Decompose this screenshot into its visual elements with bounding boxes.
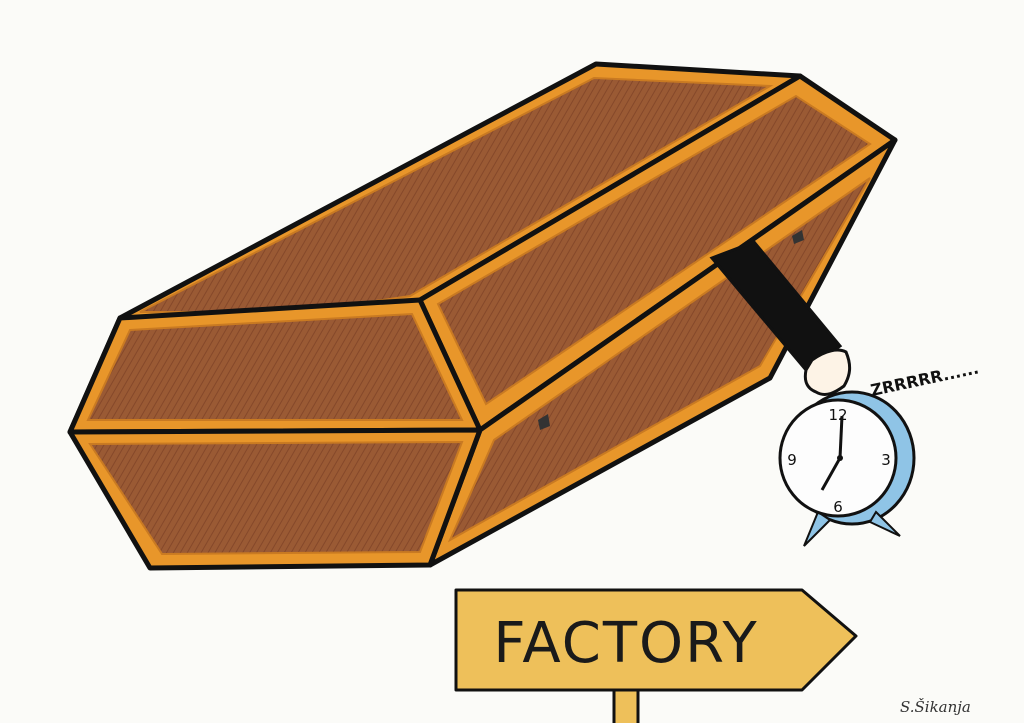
snore-text: ZRRRRR...... (869, 358, 981, 399)
coffin-hinge-left (538, 414, 550, 430)
alarm-clock-right-leg (868, 510, 901, 537)
alarm-clock-left-leg (803, 510, 832, 547)
clock-numeral-6: 6 (833, 498, 843, 516)
coffin-hinge-right (792, 230, 804, 244)
artist-signature: S.Šikanja (900, 698, 971, 716)
signpost-pole (612, 686, 640, 723)
sign-board (454, 588, 858, 692)
black-sleeve (709, 240, 843, 373)
coffin-lid-right-inner (436, 94, 872, 406)
clock-hour-hand (820, 457, 842, 491)
clock-numeral-3: 3 (881, 451, 891, 469)
alarm-clock: 12 3 6 9 (778, 390, 916, 547)
clock-minute-hand (838, 415, 844, 459)
clock-center (837, 455, 843, 461)
arm-from-coffin (709, 240, 852, 396)
clock-numeral-9: 9 (787, 451, 797, 469)
hand (803, 348, 852, 396)
coffin-head-lower-inner (88, 440, 464, 556)
factory-signpost: FACTORY (454, 588, 858, 723)
clock-numeral-12: 12 (828, 406, 847, 424)
sign-label: FACTORY (493, 611, 758, 676)
coffin-head-upper-inner (86, 312, 464, 421)
coffin (67, 61, 898, 571)
